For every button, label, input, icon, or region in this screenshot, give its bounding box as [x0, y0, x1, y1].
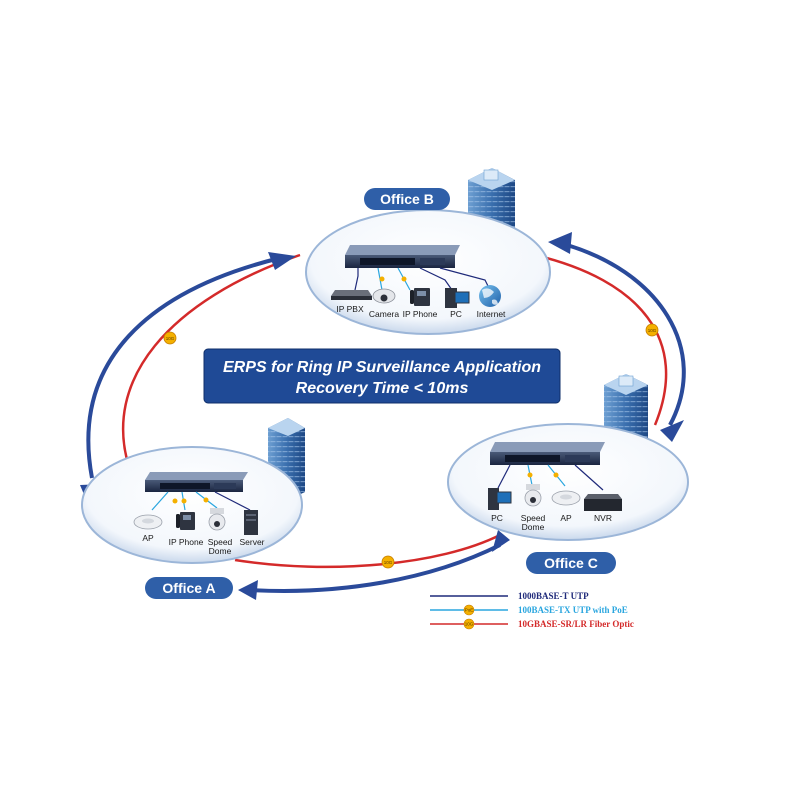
fiber-link-a-b — [121, 253, 301, 471]
device-label: AP — [142, 533, 154, 543]
arrow-head-bottom-left — [238, 580, 258, 600]
svg-text:10G: 10G — [384, 560, 393, 565]
access-point-icon — [551, 490, 581, 506]
pc-icon — [488, 488, 512, 510]
svg-text:10G: 10G — [166, 336, 175, 341]
svg-text:10G: 10G — [648, 328, 657, 333]
switch-icon — [345, 245, 460, 268]
device-label: Dome — [209, 546, 232, 556]
device-label: Camera — [369, 309, 400, 319]
link-badge: 10G — [381, 555, 395, 569]
office-badge — [364, 188, 450, 210]
arrow-head-right-bottom — [660, 420, 684, 442]
fiber-link-b-c — [534, 253, 668, 426]
speed-dome-camera-icon — [208, 508, 226, 531]
speed-dome-camera-icon — [524, 484, 542, 507]
device-label: IP Phone — [169, 537, 204, 547]
office-badge — [526, 552, 616, 574]
arrow-head-right-top — [548, 232, 572, 254]
arrow-head-left-top — [268, 252, 296, 270]
ip-phone-icon — [176, 512, 195, 530]
building-icon — [268, 418, 305, 500]
server-icon — [244, 510, 258, 535]
fiber-link-c-a — [234, 533, 501, 569]
svg-text:100BASE-TX UTP with PoE: 100BASE-TX UTP with PoE — [518, 605, 628, 615]
device-label: NVR — [594, 513, 612, 523]
10g-badge-icon — [463, 618, 475, 630]
office-c: PC Speed Dome AP NVR Office C — [447, 374, 689, 574]
office-label: Office A — [162, 580, 215, 596]
legend-item-poe: PoE 100BASE-TX UTP with PoE — [430, 604, 628, 616]
device-label: PC — [491, 513, 503, 523]
ip-phone-icon — [410, 288, 430, 306]
office-b: IP PBX Camera IP Phone PC Internet Offic… — [305, 168, 551, 335]
legend-item-utp: 1000BASE-T UTP — [430, 591, 589, 601]
office-label: Office B — [380, 191, 434, 207]
arrow-head-bottom-right — [492, 530, 510, 552]
svg-text:10G: 10G — [465, 622, 474, 627]
device-label: AP — [560, 513, 572, 523]
device-label: PC — [450, 309, 462, 319]
internet-globe-icon — [479, 285, 501, 307]
poe-badge-icon — [463, 604, 475, 616]
svg-text:PoE: PoE — [465, 608, 474, 613]
office-label: Office C — [544, 555, 598, 571]
svg-text:1000BASE-T UTP: 1000BASE-T UTP — [518, 591, 589, 601]
fiber-ring — [121, 253, 668, 569]
link-badge: 10G — [645, 323, 659, 337]
device-label: Server — [239, 537, 264, 547]
title-line-1: ERPS for Ring IP Surveillance Applicatio… — [223, 359, 541, 376]
title-banner: ERPS for Ring IP Surveillance Applicatio… — [203, 348, 561, 404]
legend: 1000BASE-T UTP PoE 100BASE-TX UTP with P… — [430, 591, 634, 630]
device-label: IP PBX — [336, 304, 364, 314]
device-label: Speed — [521, 513, 546, 523]
device-label: Internet — [477, 309, 506, 319]
title-line-2: Recovery Time < 10ms — [296, 380, 469, 397]
office-a: AP IP Phone Speed Dome Server Office A — [81, 418, 305, 599]
nvr-icon — [584, 494, 622, 511]
device-label: IP Phone — [403, 309, 438, 319]
switch-icon — [145, 472, 248, 492]
switch-icon — [490, 442, 605, 465]
svg-text:10GBASE-SR/LR Fiber Optic: 10GBASE-SR/LR Fiber Optic — [518, 619, 634, 629]
office-badge — [145, 577, 233, 599]
device-label: Dome — [522, 522, 545, 532]
pc-icon — [445, 288, 470, 308]
camera-icon — [372, 288, 396, 304]
legend-item-fiber: 10G 10GBASE-SR/LR Fiber Optic — [430, 618, 634, 630]
ip-pbx-icon — [331, 290, 372, 300]
link-badge: 10G — [163, 331, 177, 345]
device-label: Speed — [208, 537, 233, 547]
access-point-icon — [133, 514, 163, 530]
